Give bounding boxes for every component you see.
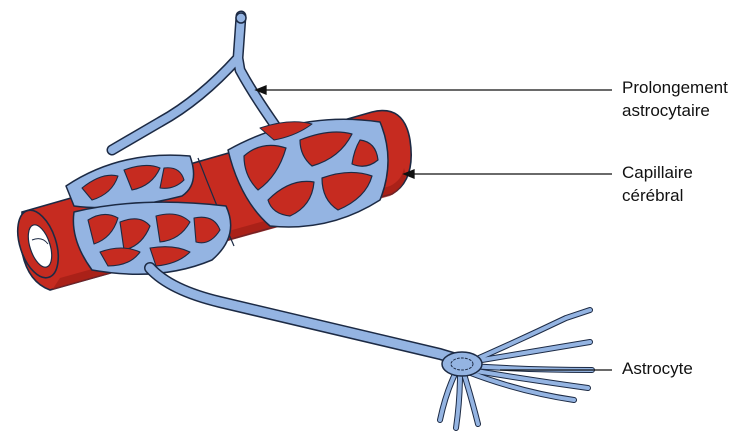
label-line: cérébral bbox=[622, 184, 693, 207]
label-prolongement-astrocytaire: Prolongement astrocytaire bbox=[622, 76, 728, 122]
label-line: astrocytaire bbox=[622, 99, 728, 122]
label-line: Capillaire bbox=[622, 161, 693, 184]
astrocyte-cell bbox=[440, 310, 592, 428]
label-line: Astrocyte bbox=[622, 357, 693, 380]
process-tip bbox=[236, 13, 246, 23]
label-capillaire-cerebral: Capillaire cérébral bbox=[622, 161, 693, 207]
long-process-fill bbox=[150, 268, 460, 360]
astrocyte-cell-body bbox=[442, 352, 482, 376]
label-line: Prolongement bbox=[622, 76, 728, 99]
label-astrocyte: Astrocyte bbox=[622, 357, 693, 380]
